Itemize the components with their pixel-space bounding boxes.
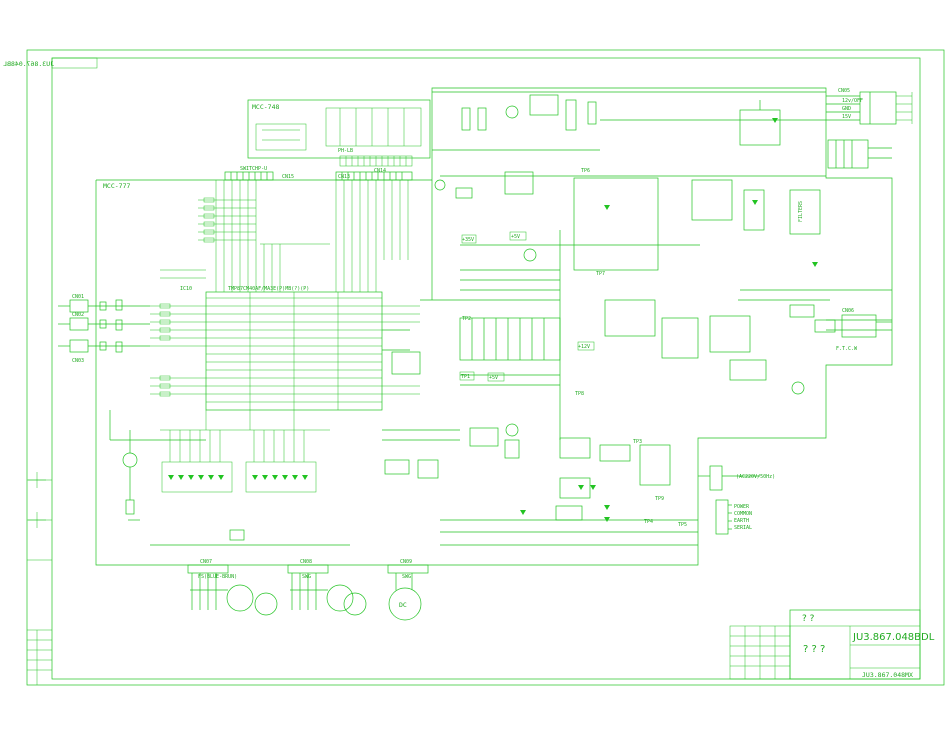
- tp7-label: TP7: [596, 271, 605, 277]
- cn07-label: FS(BLUE-BRUN): [198, 574, 237, 580]
- output-gnd: GND: [842, 106, 851, 112]
- mcu-ic10: [205, 291, 383, 411]
- power-label-common: COMMON: [734, 511, 752, 517]
- cn13-label: PH-LB: [338, 148, 353, 154]
- rail-plus5v-a: +5V: [511, 234, 520, 240]
- relay-driver-arrays: [160, 410, 330, 493]
- power-diodes: [520, 118, 818, 522]
- cn15-label: SWITCHP-U: [240, 166, 267, 172]
- driver-diodes: [168, 475, 308, 480]
- rail-markers: [459, 231, 595, 382]
- tp4-label: TP4: [644, 519, 653, 525]
- fan-hi-label: F.T.C.W: [836, 346, 858, 352]
- drawing-number: JU3.867.048BDL: [852, 632, 935, 643]
- optocouplers: [382, 179, 473, 479]
- output-15v: 15V: [842, 114, 851, 120]
- tp1-label: TP1: [461, 374, 470, 380]
- output-12v-off: 12v/OFF: [842, 98, 863, 104]
- cn08-label: SWG: [302, 574, 311, 580]
- rail-plus35v: +35V: [462, 237, 474, 243]
- mcu-left-bus: [150, 303, 206, 397]
- cn02-ref: CN02: [72, 312, 84, 318]
- cn09-ref: CN09: [400, 559, 412, 565]
- cn14-ref: CN14: [374, 168, 386, 174]
- title-block: [729, 609, 921, 680]
- cn01-ref: CN01: [72, 294, 84, 300]
- power-output-connector: [896, 92, 913, 124]
- power-label-serial: SERIAL: [734, 525, 752, 531]
- mcu-pin-ticks: [382, 305, 420, 395]
- cn15-connector: [224, 171, 274, 181]
- main-board-label: MCC-777: [103, 182, 130, 190]
- mirrored-drawing-number: JU3.867.048BL: [3, 60, 54, 68]
- power-label-power: POWER: [734, 504, 750, 510]
- tp9-label: TP9: [655, 496, 664, 502]
- cn13-connector: [335, 171, 413, 181]
- tp8-label: TP8: [575, 391, 584, 397]
- cn09-label: SWG: [402, 574, 411, 580]
- filters-label: FILTERS: [798, 201, 804, 222]
- bottom-connectors: [187, 564, 429, 621]
- regulator-area: [440, 230, 700, 546]
- mcu-part-number: TMP87CM40AF/MA3E(P)MB(?)(P): [228, 286, 309, 292]
- main-board-frame: [95, 87, 893, 566]
- transformer-rectifier: [573, 177, 892, 395]
- sub-drawing-number: JU3.867.048MX: [862, 671, 913, 679]
- left-connectors: [58, 299, 150, 353]
- cn13-ref: CN13: [338, 174, 350, 180]
- ac-input: [698, 465, 760, 535]
- sheet-border: [26, 49, 945, 686]
- title-unknown-main: ? ? ?: [803, 644, 825, 655]
- tp2-label: TP2: [462, 316, 471, 322]
- ac-input-label: (AC220V/50Hz): [736, 474, 775, 480]
- fan-motor-label: DC: [399, 601, 407, 609]
- mcu-ref: IC10: [180, 286, 192, 292]
- buzzer-transistor: [109, 410, 350, 546]
- power-top-section: [432, 91, 897, 195]
- cn08-ref: CN08: [300, 559, 312, 565]
- cn06-ref: CN06: [842, 308, 854, 314]
- title-unknown-top: ? ?: [802, 614, 815, 624]
- cn03-ref: CN03: [72, 358, 84, 364]
- display-board-label: MCC-748: [252, 103, 279, 111]
- display-board-frame: [247, 99, 431, 159]
- cn13-pins: [339, 155, 413, 167]
- power-label-earth: EARTH: [734, 518, 749, 524]
- cn07-ref: CN07: [200, 559, 212, 565]
- tp6-label: TP6: [581, 168, 590, 174]
- cn05-ref: CN05: [838, 88, 850, 94]
- tp3-label: TP3: [633, 439, 642, 445]
- cn15-ref: CN15: [282, 174, 294, 180]
- mcu-top-bus: [160, 180, 409, 292]
- rail-plus5v-b: +5V: [489, 375, 498, 381]
- rail-plus12v: +12V: [578, 344, 590, 350]
- tp5-label: TP5: [678, 522, 687, 528]
